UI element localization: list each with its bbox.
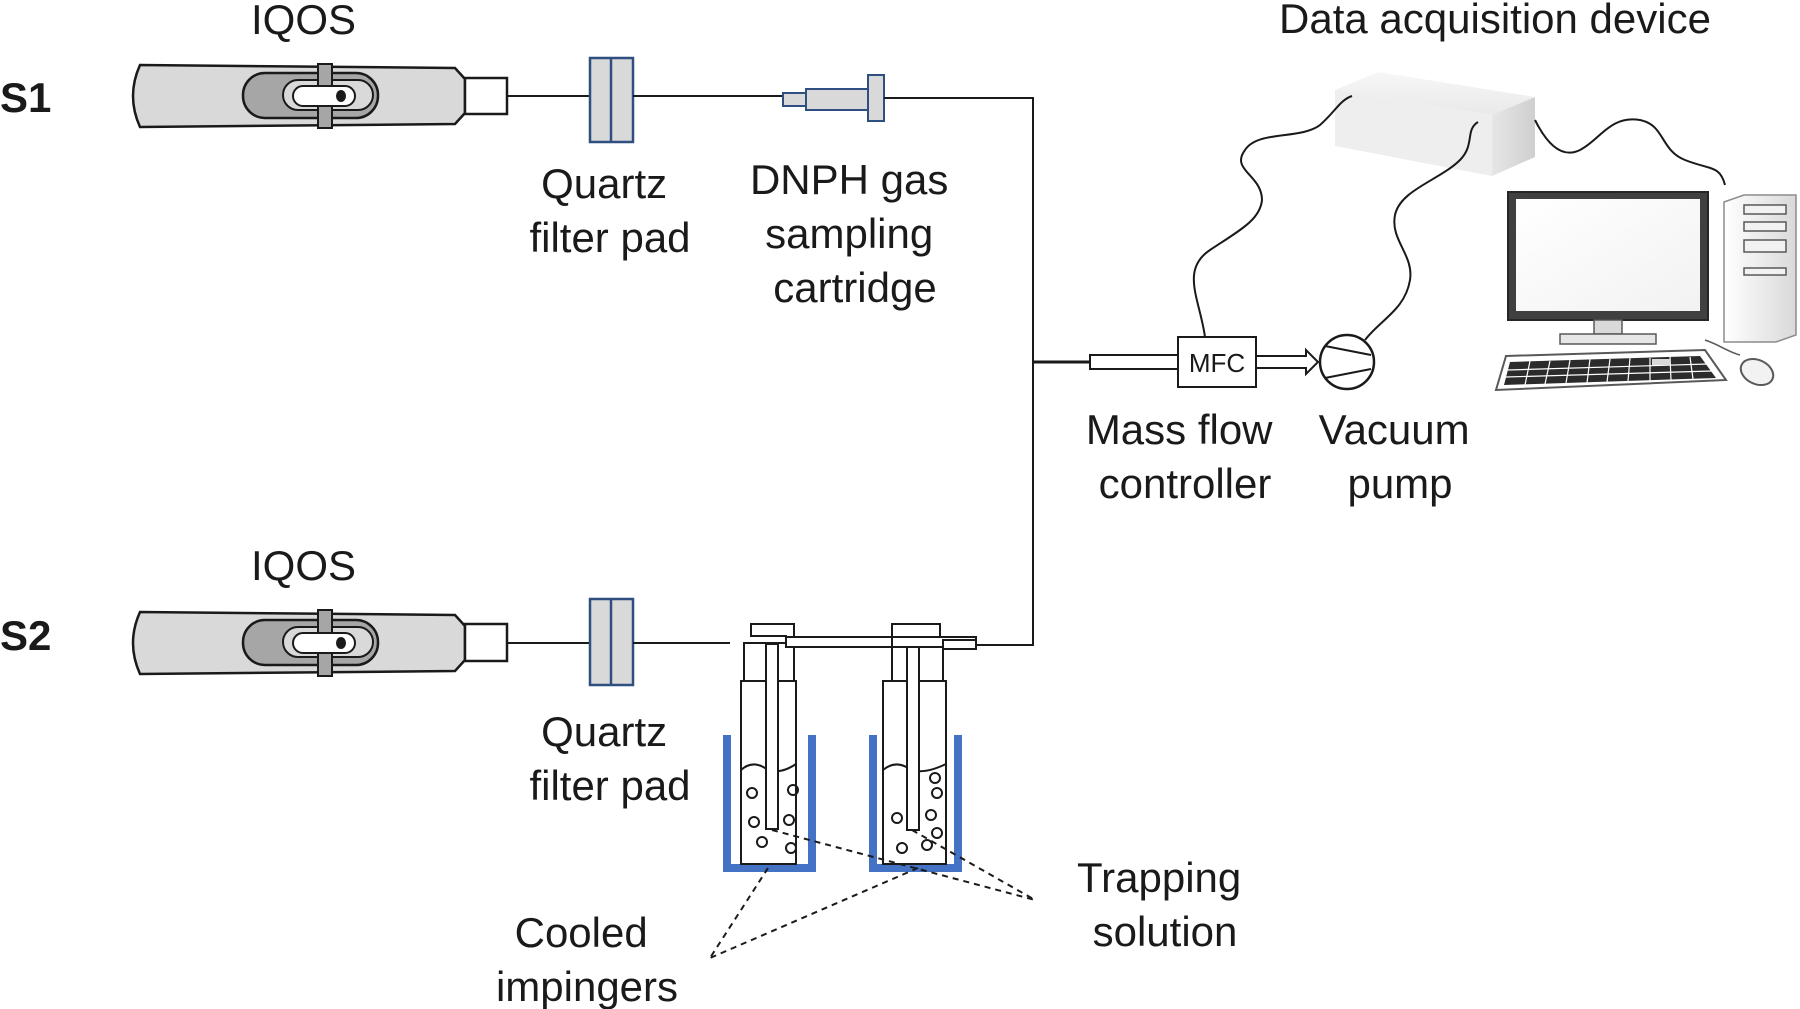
cable-daq-computer	[1534, 118, 1726, 186]
svg-text:Cooled impingers: Cooled impingers	[496, 909, 678, 1009]
mass-flow-label-line1: Mass flow	[1086, 406, 1273, 453]
trapping-label-line2: solution	[1093, 908, 1238, 955]
dnph-label-line3: cartridge	[773, 264, 936, 311]
svg-text:Mass flow controller: Mass flow controller	[1086, 406, 1284, 507]
mfc-box-label: MFC	[1189, 348, 1245, 378]
vacuum-pump-icon	[1318, 333, 1376, 391]
iqos-label-bottom: IQOS	[251, 542, 356, 589]
impinger-icon	[723, 623, 816, 872]
mass-flow-label-line2: controller	[1099, 460, 1272, 507]
svg-text:Vacuum pump: Vacuum pump	[1319, 406, 1482, 507]
quartz-label-bottom-line1: Quartz	[541, 708, 667, 755]
data-acquisition-section: Data acquisition device	[1192, 0, 1797, 392]
svg-text:Quartz filter pad: Quartz filter pad	[529, 708, 690, 809]
vacuum-label-line2: pump	[1347, 460, 1452, 507]
s1-label: S1	[0, 74, 51, 121]
keyboard-icon	[1494, 348, 1728, 392]
iqos-device-icon	[131, 609, 509, 677]
iqos-label-top: IQOS	[251, 0, 356, 43]
iqos-device-icon	[131, 63, 509, 129]
quartz-filter-icon	[588, 56, 635, 144]
cooled-label-line1: Cooled	[515, 909, 648, 956]
data-acquisition-box-icon	[1335, 72, 1535, 176]
dnph-label-line2: sampling	[765, 210, 933, 257]
svg-text:DNPH gas sampling: DNPH gas sampling cartridge	[750, 156, 960, 311]
s2-branch: S2 IQOS Quartz filter pad	[0, 362, 1253, 1009]
computer-icon	[1507, 191, 1797, 345]
impinger-icon	[869, 623, 962, 872]
trapping-label-line1: Trapping	[1077, 854, 1241, 901]
s2-label: S2	[0, 612, 51, 659]
s1-branch: S1 IQOS Quartz filter pad	[0, 0, 1034, 362]
svg-text:Trapping solution: Trapping solution	[1077, 854, 1253, 955]
daq-label: Data acquisition device	[1279, 0, 1711, 42]
quartz-label-bottom-line2: filter pad	[529, 762, 690, 809]
quartz-filter-icon	[588, 597, 635, 687]
svg-text:Quartz filter pad: Quartz filter pad	[529, 160, 690, 261]
dnph-cartridge-icon	[782, 74, 885, 122]
mouse-icon	[1704, 339, 1775, 387]
cable-mfc-daq	[1192, 95, 1353, 338]
mfc-box-icon: MFC	[1177, 336, 1257, 388]
quartz-label-top-line2: filter pad	[529, 214, 690, 261]
cable-pump-daq	[1364, 121, 1479, 341]
quartz-label-top-line1: Quartz	[541, 160, 667, 207]
cooled-label-line2: impingers	[496, 963, 678, 1009]
pointer-lines	[709, 829, 1036, 959]
vacuum-label-line1: Vacuum	[1319, 406, 1470, 453]
flow-control-section: MFC Mass flow controller Vacuum pump	[1033, 333, 1482, 507]
dnph-label-line1: DNPH gas	[750, 156, 948, 203]
